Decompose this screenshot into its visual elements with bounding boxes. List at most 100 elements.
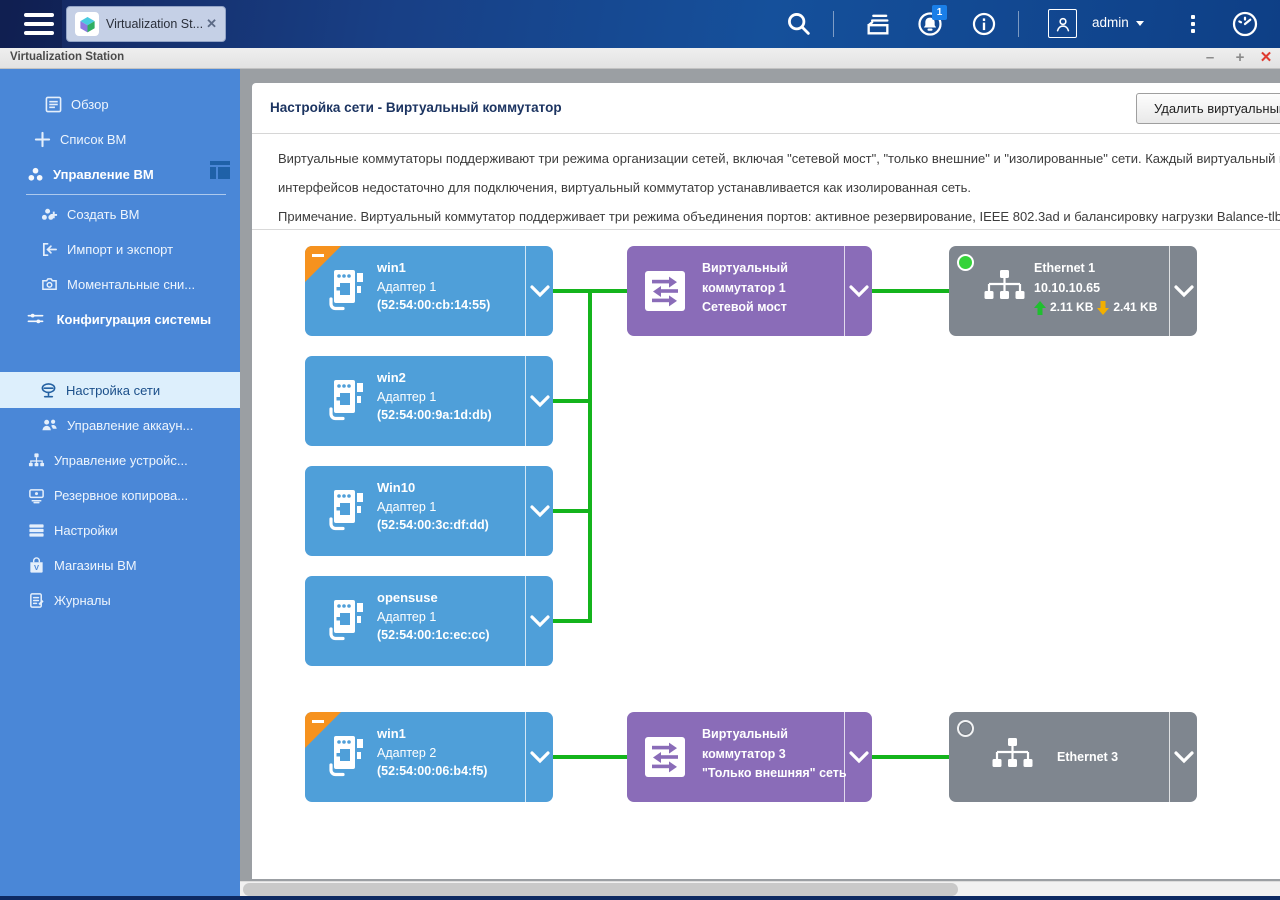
sidebar-item-label: Список ВМ — [60, 132, 127, 147]
sidebar-section-divider — [26, 194, 226, 195]
window-title: Virtualization Station — [10, 51, 125, 63]
description-line: интерфейсов недостаточно для подключения… — [278, 180, 971, 195]
switch-label-line: коммутатор 1 — [702, 280, 786, 295]
sidebar-item-logs[interactable]: Журналы — [0, 583, 240, 618]
virtual-switch-node-1[interactable]: Виртуальный коммутатор 1 Сетевой мост — [627, 246, 872, 336]
topbar-divider — [1018, 11, 1019, 37]
virtual-switch-node-3[interactable]: Виртуальный коммутатор 3 "Только внешняя… — [627, 712, 872, 802]
sidebar-item-system-configuration[interactable]: Конфигурация системы — [0, 302, 240, 372]
app-tab-virtualization-station[interactable]: Virtualization St... ✕ — [66, 6, 226, 42]
vm-adapter: Адаптер 1 — [377, 609, 437, 624]
system-config-icon — [27, 313, 44, 324]
node-expand-chevron[interactable] — [525, 576, 553, 666]
vm-adapter-node-win2-adapter1[interactable]: win2 Адаптер 1 (52:54:00:9a:1d:db) — [305, 356, 553, 446]
description-line: Примечание. Виртуальный коммутатор подде… — [278, 209, 1280, 224]
upload-arrow-icon — [1034, 300, 1046, 315]
connection-wire — [553, 755, 627, 759]
import-export-icon — [42, 242, 57, 257]
horizontal-scrollbar[interactable] — [240, 881, 1280, 896]
vm-adapter-node-win1-adapter2[interactable]: win1 Адаптер 2 (52:54:00:06:b4:f5) — [305, 712, 553, 802]
sidebar-item-label: Журналы — [54, 593, 111, 608]
sidebar-item-snapshots[interactable]: Моментальные сни... — [0, 267, 240, 302]
window-maximize-button[interactable]: + — [1235, 49, 1245, 66]
sidebar-item-network-settings[interactable]: Настройка сети — [0, 372, 240, 408]
download-arrow-icon — [1097, 300, 1110, 315]
window-minimize-button[interactable]: – — [1205, 49, 1215, 66]
connection-wire — [588, 289, 592, 623]
sidebar-item-settings[interactable]: Настройки — [0, 513, 240, 548]
overview-icon — [45, 96, 62, 113]
vm-icon — [321, 729, 373, 781]
vm-adapter: Адаптер 1 — [377, 499, 437, 514]
vm-adapter-node-win10-adapter1[interactable]: Win10 Адаптер 1 (52:54:00:3c:df:dd) — [305, 466, 553, 556]
resource-monitor-gauge-icon[interactable] — [1230, 9, 1258, 37]
horizontal-scrollbar-thumb[interactable] — [243, 883, 958, 896]
app-body: Обзор Список ВМ Управление ВМ — [0, 69, 1280, 896]
connection-wire — [553, 509, 592, 513]
vm-adapter: Адаптер 1 — [377, 389, 437, 404]
upload-rate: 2.11 KB — [1050, 300, 1094, 314]
connection-wire — [872, 755, 949, 759]
sidebar-item-label: Моментальные сни... — [67, 277, 196, 292]
sidebar-item-vm-list[interactable]: Список ВМ — [0, 122, 240, 157]
switch-label-line: Виртуальный — [702, 727, 788, 741]
admin-menu[interactable]: admin — [1092, 15, 1144, 30]
accounts-icon — [42, 419, 57, 431]
tab-close-icon[interactable]: ✕ — [206, 16, 217, 31]
sidebar-item-import-export[interactable]: Импорт и экспорт — [0, 232, 240, 267]
create-vm-icon — [41, 208, 58, 220]
node-expand-chevron[interactable] — [525, 246, 553, 336]
vm-name: opensuse — [377, 590, 438, 605]
notifications-icon[interactable]: 1 — [916, 5, 947, 38]
sidebar-item-label: Создать ВМ — [67, 207, 140, 222]
network-settings-panel: Настройка сети - Виртуальный коммутатор … — [252, 83, 1280, 879]
delete-virtual-switch-button[interactable]: Удалить виртуальный ко — [1136, 93, 1280, 124]
ethernet-node-1[interactable]: Ethernet 1 10.10.10.65 2.11 KB 2.41 KB — [949, 246, 1197, 336]
ethernet-name: Ethernet 3 — [1057, 750, 1119, 764]
vm-name: win1 — [377, 260, 406, 275]
window-title-bar: Virtualization Station – + ✕ — [0, 48, 1280, 69]
vm-adapter-node-win1-adapter1[interactable]: win1 Адаптер 1 (52:54:00:cb:14:55) — [305, 246, 553, 336]
background-tasks-icon[interactable] — [864, 10, 892, 38]
node-expand-chevron[interactable] — [844, 712, 872, 802]
search-icon[interactable] — [785, 10, 813, 38]
sidebar-item-label: Настройки — [54, 523, 118, 538]
virtual-switch-icon — [645, 737, 685, 777]
vm-adapter-node-opensuse-adapter1[interactable]: opensuse Адаптер 1 (52:54:00:1c:ec:cc) — [305, 576, 553, 666]
vm-icon — [321, 483, 373, 535]
vm-icon — [321, 373, 373, 425]
window-close-button[interactable]: ✕ — [1259, 49, 1273, 66]
status-disconnected-dot — [957, 720, 974, 737]
node-expand-chevron[interactable] — [1169, 246, 1197, 336]
description-block: Виртуальные коммутаторы поддерживают три… — [252, 134, 1280, 230]
sidebar-item-overview[interactable]: Обзор — [0, 87, 240, 122]
main-area: Настройка сети - Виртуальный коммутатор … — [240, 69, 1280, 896]
sidebar-item-backup[interactable]: Резервное копирова... — [0, 478, 240, 513]
sidebar-collapse-icon[interactable] — [210, 161, 230, 179]
node-expand-chevron[interactable] — [525, 356, 553, 446]
sidebar-item-label: Управление устройс... — [54, 453, 188, 468]
ethernet-node-3[interactable]: Ethernet 3 — [949, 712, 1197, 802]
sidebar-item-vm-marketplace[interactable]: V Магазины ВМ — [0, 548, 240, 583]
info-icon[interactable] — [970, 10, 998, 38]
sidebar-item-create-vm[interactable]: Создать ВМ — [0, 197, 240, 232]
sidebar-item-account-management[interactable]: Управление аккаун... — [0, 408, 240, 443]
vm-name: win1 — [377, 726, 406, 741]
user-avatar-icon[interactable] — [1048, 9, 1077, 38]
main-menu-icon[interactable] — [24, 13, 54, 35]
node-expand-chevron[interactable] — [525, 712, 553, 802]
network-tree-icon — [981, 268, 1027, 310]
sidebar: Обзор Список ВМ Управление ВМ — [0, 69, 240, 896]
node-expand-chevron[interactable] — [525, 466, 553, 556]
status-connected-dot — [957, 254, 974, 271]
vm-icon — [321, 263, 373, 315]
sidebar-item-vm-management[interactable]: Управление ВМ — [0, 157, 240, 192]
node-expand-chevron[interactable] — [844, 246, 872, 336]
vm-mac-address: (52:54:00:1c:ec:cc) — [377, 628, 490, 642]
virtualization-station-logo-icon — [75, 12, 99, 36]
sidebar-item-label: Магазины ВМ — [54, 558, 137, 573]
sidebar-item-label: Управление аккаун... — [67, 418, 194, 433]
node-expand-chevron[interactable] — [1169, 712, 1197, 802]
more-options-icon[interactable] — [1188, 11, 1198, 37]
sidebar-item-device-management[interactable]: Управление устройс... — [0, 443, 240, 478]
